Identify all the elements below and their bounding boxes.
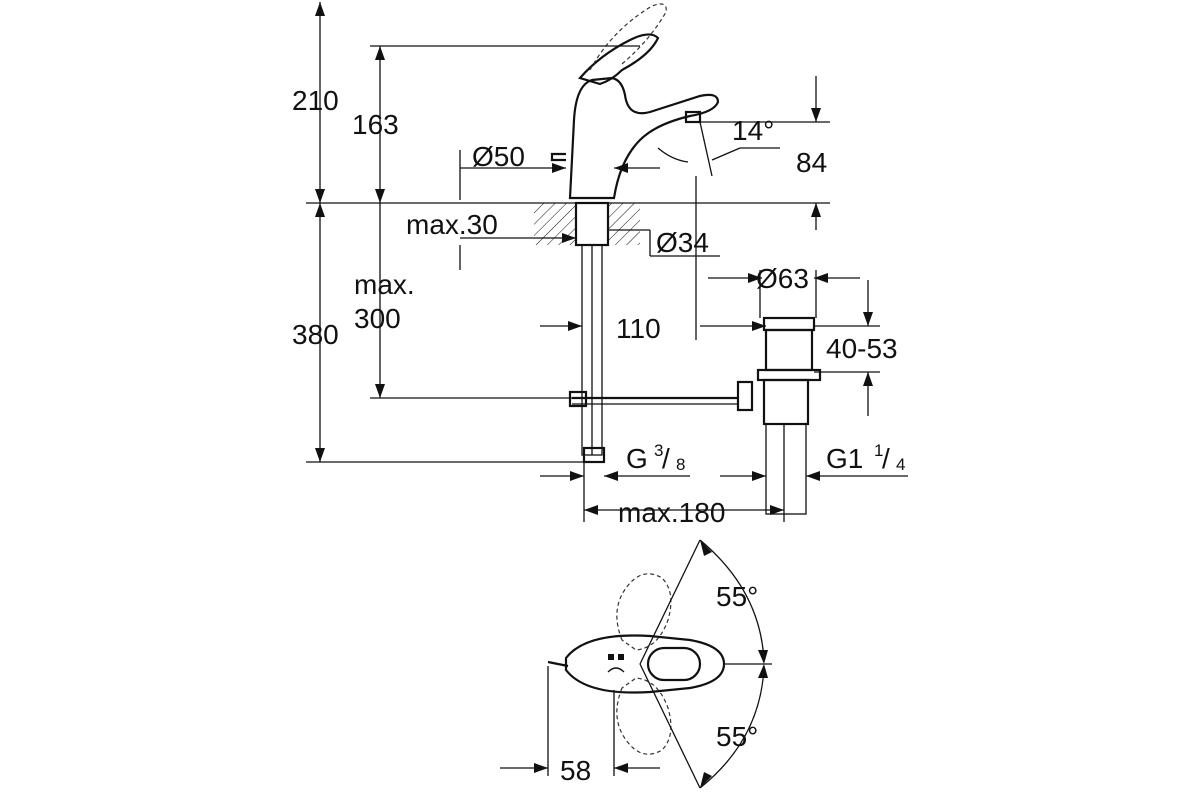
dim-angle-55-top: 55° — [716, 581, 758, 612]
dim-380: 380 — [292, 319, 339, 350]
drain-body — [764, 328, 814, 372]
dim-max-30: max.30 — [406, 209, 498, 240]
dim-210: 210 — [292, 85, 339, 116]
dim-max-300-line1: max. — [354, 269, 415, 300]
dim-g-3-8-main: G — [626, 443, 648, 474]
dim-angle-55-bottom: 55° — [716, 721, 758, 752]
plan-popup-rod — [547, 660, 569, 668]
cold-mark — [618, 654, 624, 660]
drain-lower-body — [762, 378, 810, 426]
faucet-lever-ghost — [589, 3, 667, 71]
dim-g-3-8-num: 3 — [654, 441, 663, 460]
faucet-plan-view — [500, 539, 772, 789]
countertop-right-hatch — [608, 203, 640, 245]
drain-cap — [762, 316, 816, 332]
dim-angle-14: 14° — [732, 115, 774, 146]
ghost-lever-bottom — [616, 677, 672, 755]
drain-tailpiece — [765, 423, 807, 515]
hot-mark — [608, 654, 614, 660]
dimension-lines — [306, 2, 908, 522]
dim-g-3-8-slash: / — [662, 443, 670, 474]
dim-g1-1-4-main: G1 — [826, 443, 863, 474]
dim-58: 58 — [560, 755, 591, 786]
ghost-lever-top — [616, 573, 672, 651]
mounting-shank — [574, 201, 610, 247]
plan-lever-window — [646, 646, 702, 682]
dim-g1-1-4-num: 1 — [874, 441, 883, 460]
dim-84: 84 — [796, 147, 827, 178]
dimension-labels: 210 163 Ø50 14° 84 max.30 Ø34 Ø63 max. 3… — [292, 85, 905, 786]
rod-clamp — [568, 390, 588, 408]
hose-connector — [582, 446, 606, 464]
dim-diameter-50: Ø50 — [472, 141, 525, 172]
faucet-elevation — [306, 3, 830, 464]
aerator — [684, 110, 702, 124]
drain-pivot — [736, 380, 754, 412]
dim-g1-1-4-slash: / — [882, 443, 890, 474]
drain-nut — [756, 368, 822, 382]
popup-rod — [550, 152, 566, 162]
dim-diameter-34: Ø34 — [656, 227, 709, 258]
dim-max-300-line2: 300 — [354, 303, 401, 334]
dim-110: 110 — [616, 313, 661, 344]
drain-assembly — [568, 316, 822, 515]
dim-diameter-63: Ø63 — [756, 263, 809, 294]
faucet-lever — [578, 33, 660, 86]
dim-g1-1-4-den: 4 — [896, 455, 905, 474]
dim-max-180: max.180 — [618, 497, 725, 528]
dim-40-53: 40-53 — [826, 333, 898, 364]
dim-g-3-8-den: 8 — [676, 455, 685, 474]
dim-163: 163 — [352, 109, 399, 140]
